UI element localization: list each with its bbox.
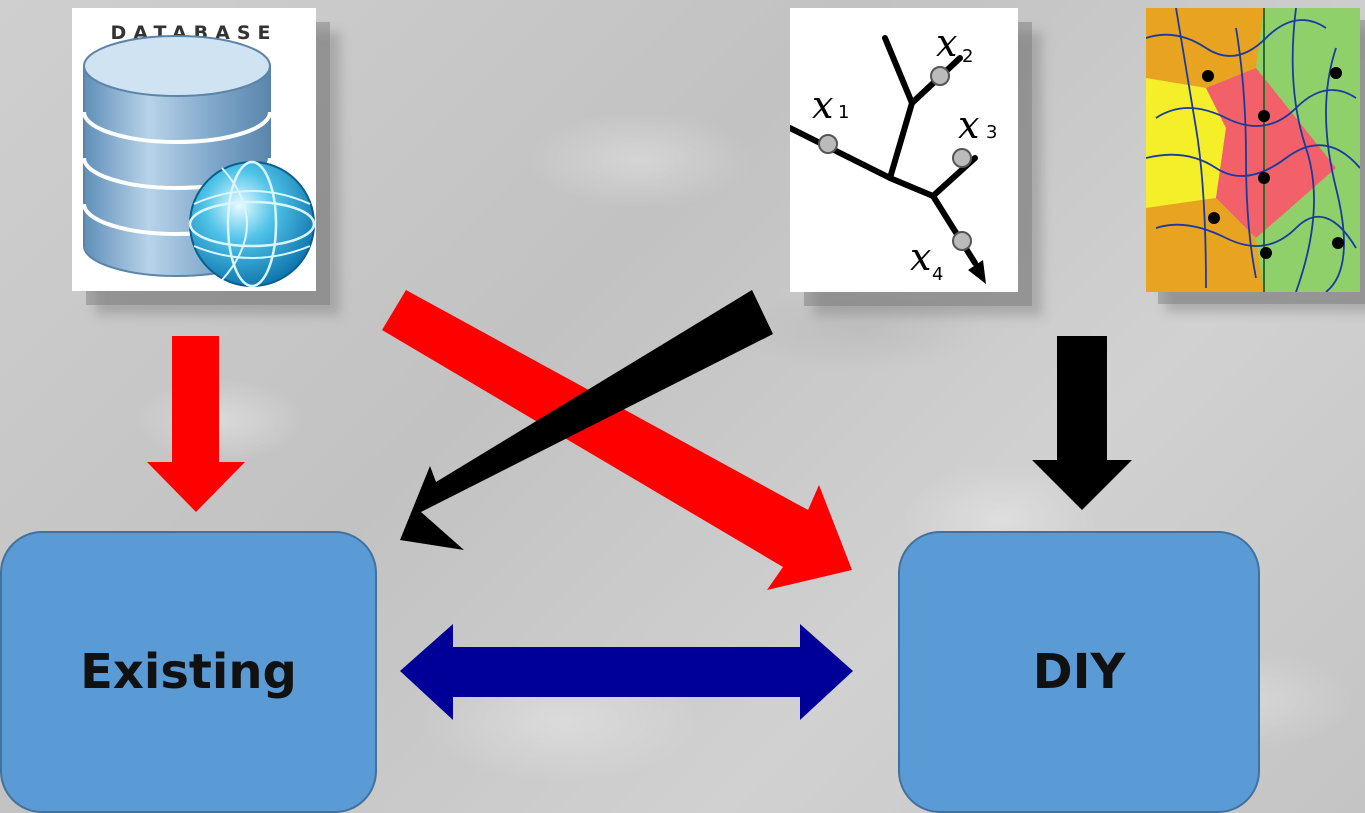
database-globe-icon (82, 35, 316, 288)
tree-sub-1: 1 (838, 102, 849, 123)
blue-double-arrow (400, 624, 853, 720)
diy-label: DIY (1032, 644, 1126, 700)
tree-label-x3: x (958, 103, 979, 147)
tree-sub-2: 2 (962, 46, 973, 67)
tree-label-x4: x (910, 235, 931, 279)
watershed-map-image (1146, 8, 1360, 292)
database-image: DATABASE (72, 8, 316, 291)
red-arrow-database-to-diy (382, 290, 852, 590)
tree-sub-4: 4 (932, 264, 943, 285)
existing-label: Existing (80, 644, 297, 700)
watershed-map-icon (1146, 8, 1360, 292)
black-arrow-tree-to-existing (400, 290, 773, 550)
existing-box: Existing (0, 531, 377, 813)
red-arrow-database-to-existing (147, 336, 245, 512)
tree-sub-3: 3 (986, 122, 997, 143)
tree-label-x1: x (812, 83, 833, 127)
black-arrow-map-to-diy (1032, 336, 1132, 510)
tree-label-x2: x (936, 21, 957, 65)
diy-box: DIY (898, 531, 1260, 813)
branching-tree-icon: x x x x 1 2 3 4 (790, 21, 997, 285)
branching-tree-image: x x x x 1 2 3 4 (790, 8, 1018, 292)
